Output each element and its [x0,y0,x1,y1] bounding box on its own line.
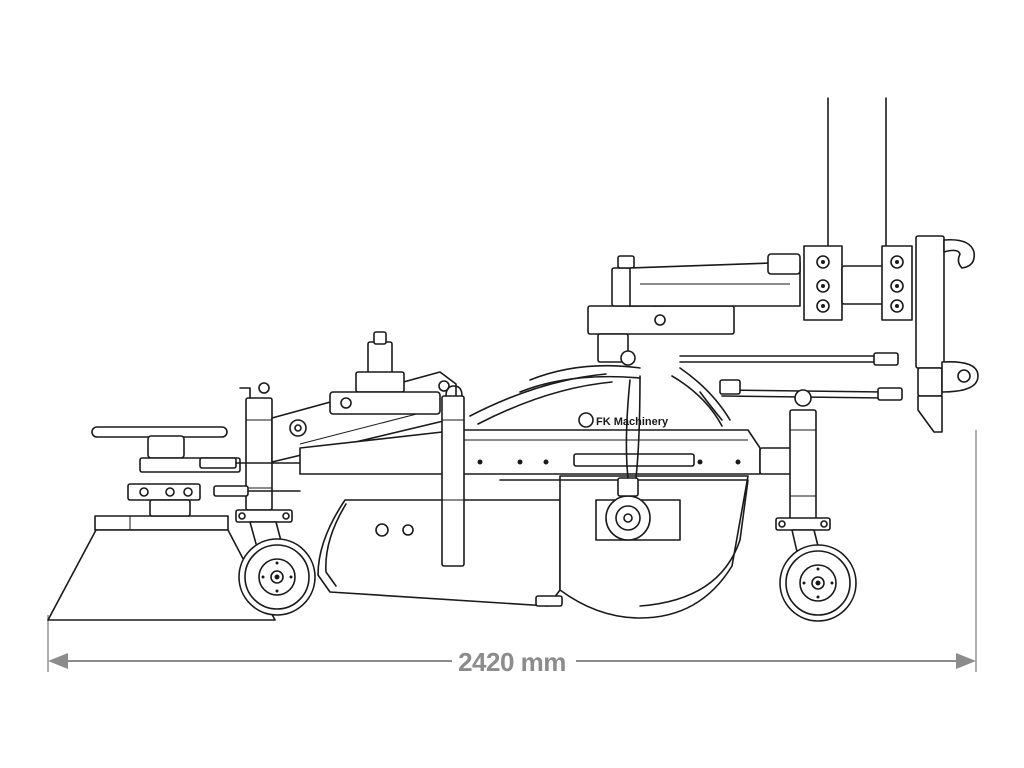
dimension-extension-lines [47,430,977,672]
brush-hood [317,499,563,607]
top-link-arm [629,253,801,307]
tractor-hitch-frame [915,235,979,433]
brand-text: FK Machinery [596,416,669,428]
rear-caster-wheel [779,544,857,622]
hood-support-post [441,385,465,567]
brush-deflector-plate [47,515,276,621]
mounting-plate-rear [803,245,913,321]
front-hydraulic-couplings [199,457,301,497]
front-handle-bar [91,426,241,517]
brand-label: FK Machinery [578,412,669,428]
dimension-arrow-left [48,653,68,669]
hydraulic-lines [469,352,903,427]
dimension-label: 2420 mm [458,647,566,677]
hydraulic-motor [605,375,651,541]
dimension-arrow-right [956,653,976,669]
width-dimension: 2420 mm [48,647,976,677]
upright-mast-rods [827,97,887,249]
pivot-cylinder [329,331,441,415]
front-caster-wheel [238,538,316,616]
main-frame-beam [299,429,801,475]
